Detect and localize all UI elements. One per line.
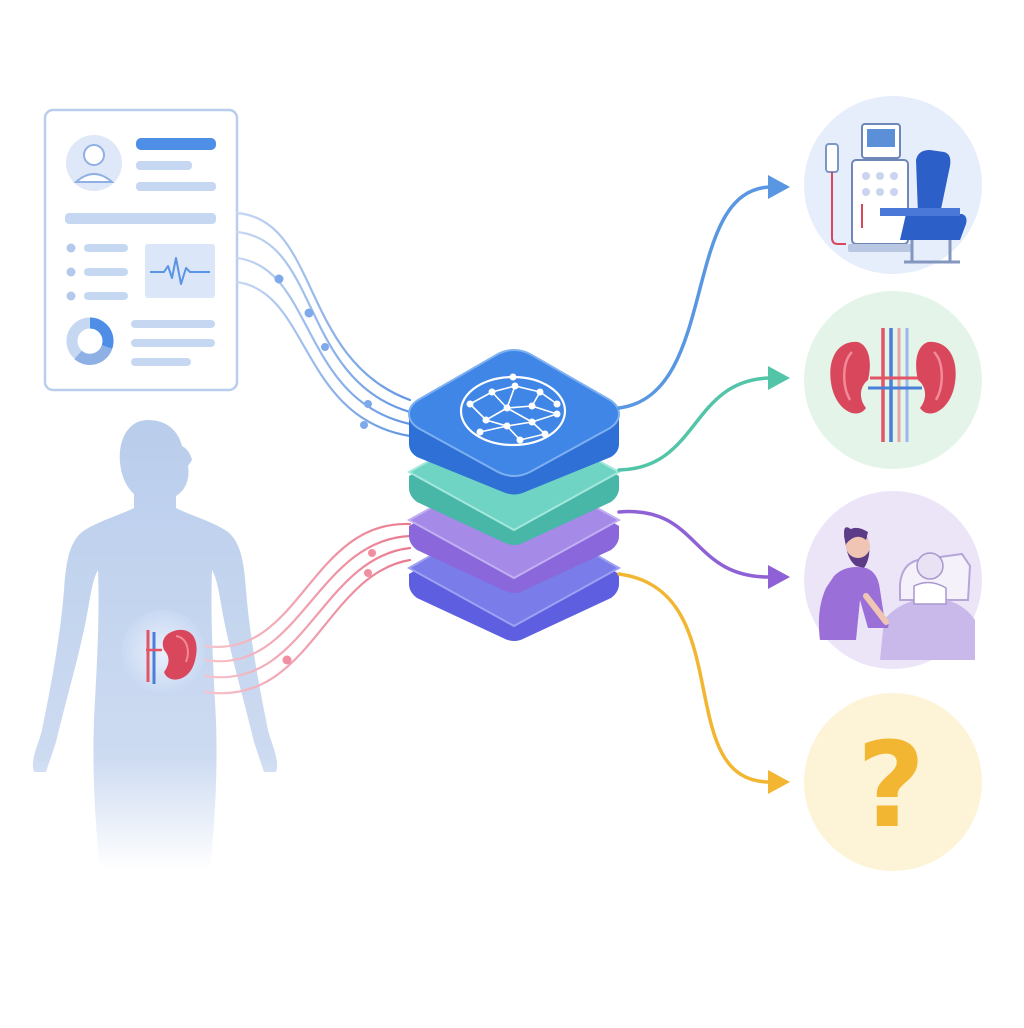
outcome-unknown: ? [804,693,982,871]
model-layer-top [407,348,621,495]
record-line [131,320,215,328]
outcome-transplant [804,291,982,469]
kidney-stream-nodes [282,549,376,665]
donut-chart-icon [66,317,114,365]
arrow-to-care [617,509,790,589]
ecg-chart-icon [145,244,215,298]
kidney-data-stream [203,522,412,695]
record-line [136,182,216,191]
avatar-icon [66,135,122,191]
kidney-transplant-icon [830,328,956,442]
outcome-care [804,491,982,669]
ai-model-stack [406,348,622,641]
question-mark-icon: ? [857,716,925,854]
arrow-to-unknown [617,572,790,794]
arrow-to-transplant [617,366,790,472]
record-name-bar [136,138,216,150]
kidney-highlight [121,610,205,694]
record-line [131,358,191,366]
record-bullet-list [66,243,128,301]
record-divider-bar [65,213,216,224]
ehr-data-stream [235,211,412,438]
outcome-dialysis [804,96,982,274]
ehr-stream-nodes [274,274,372,429]
record-line [131,339,215,347]
neural-network-nodes [466,373,561,444]
arrow-to-dialysis [617,175,790,410]
record-line [136,161,192,170]
palliative-care-icon [818,527,975,660]
patient-record-card [43,108,239,392]
dialysis-machine-icon [825,123,967,264]
kidney-icon [146,629,197,684]
